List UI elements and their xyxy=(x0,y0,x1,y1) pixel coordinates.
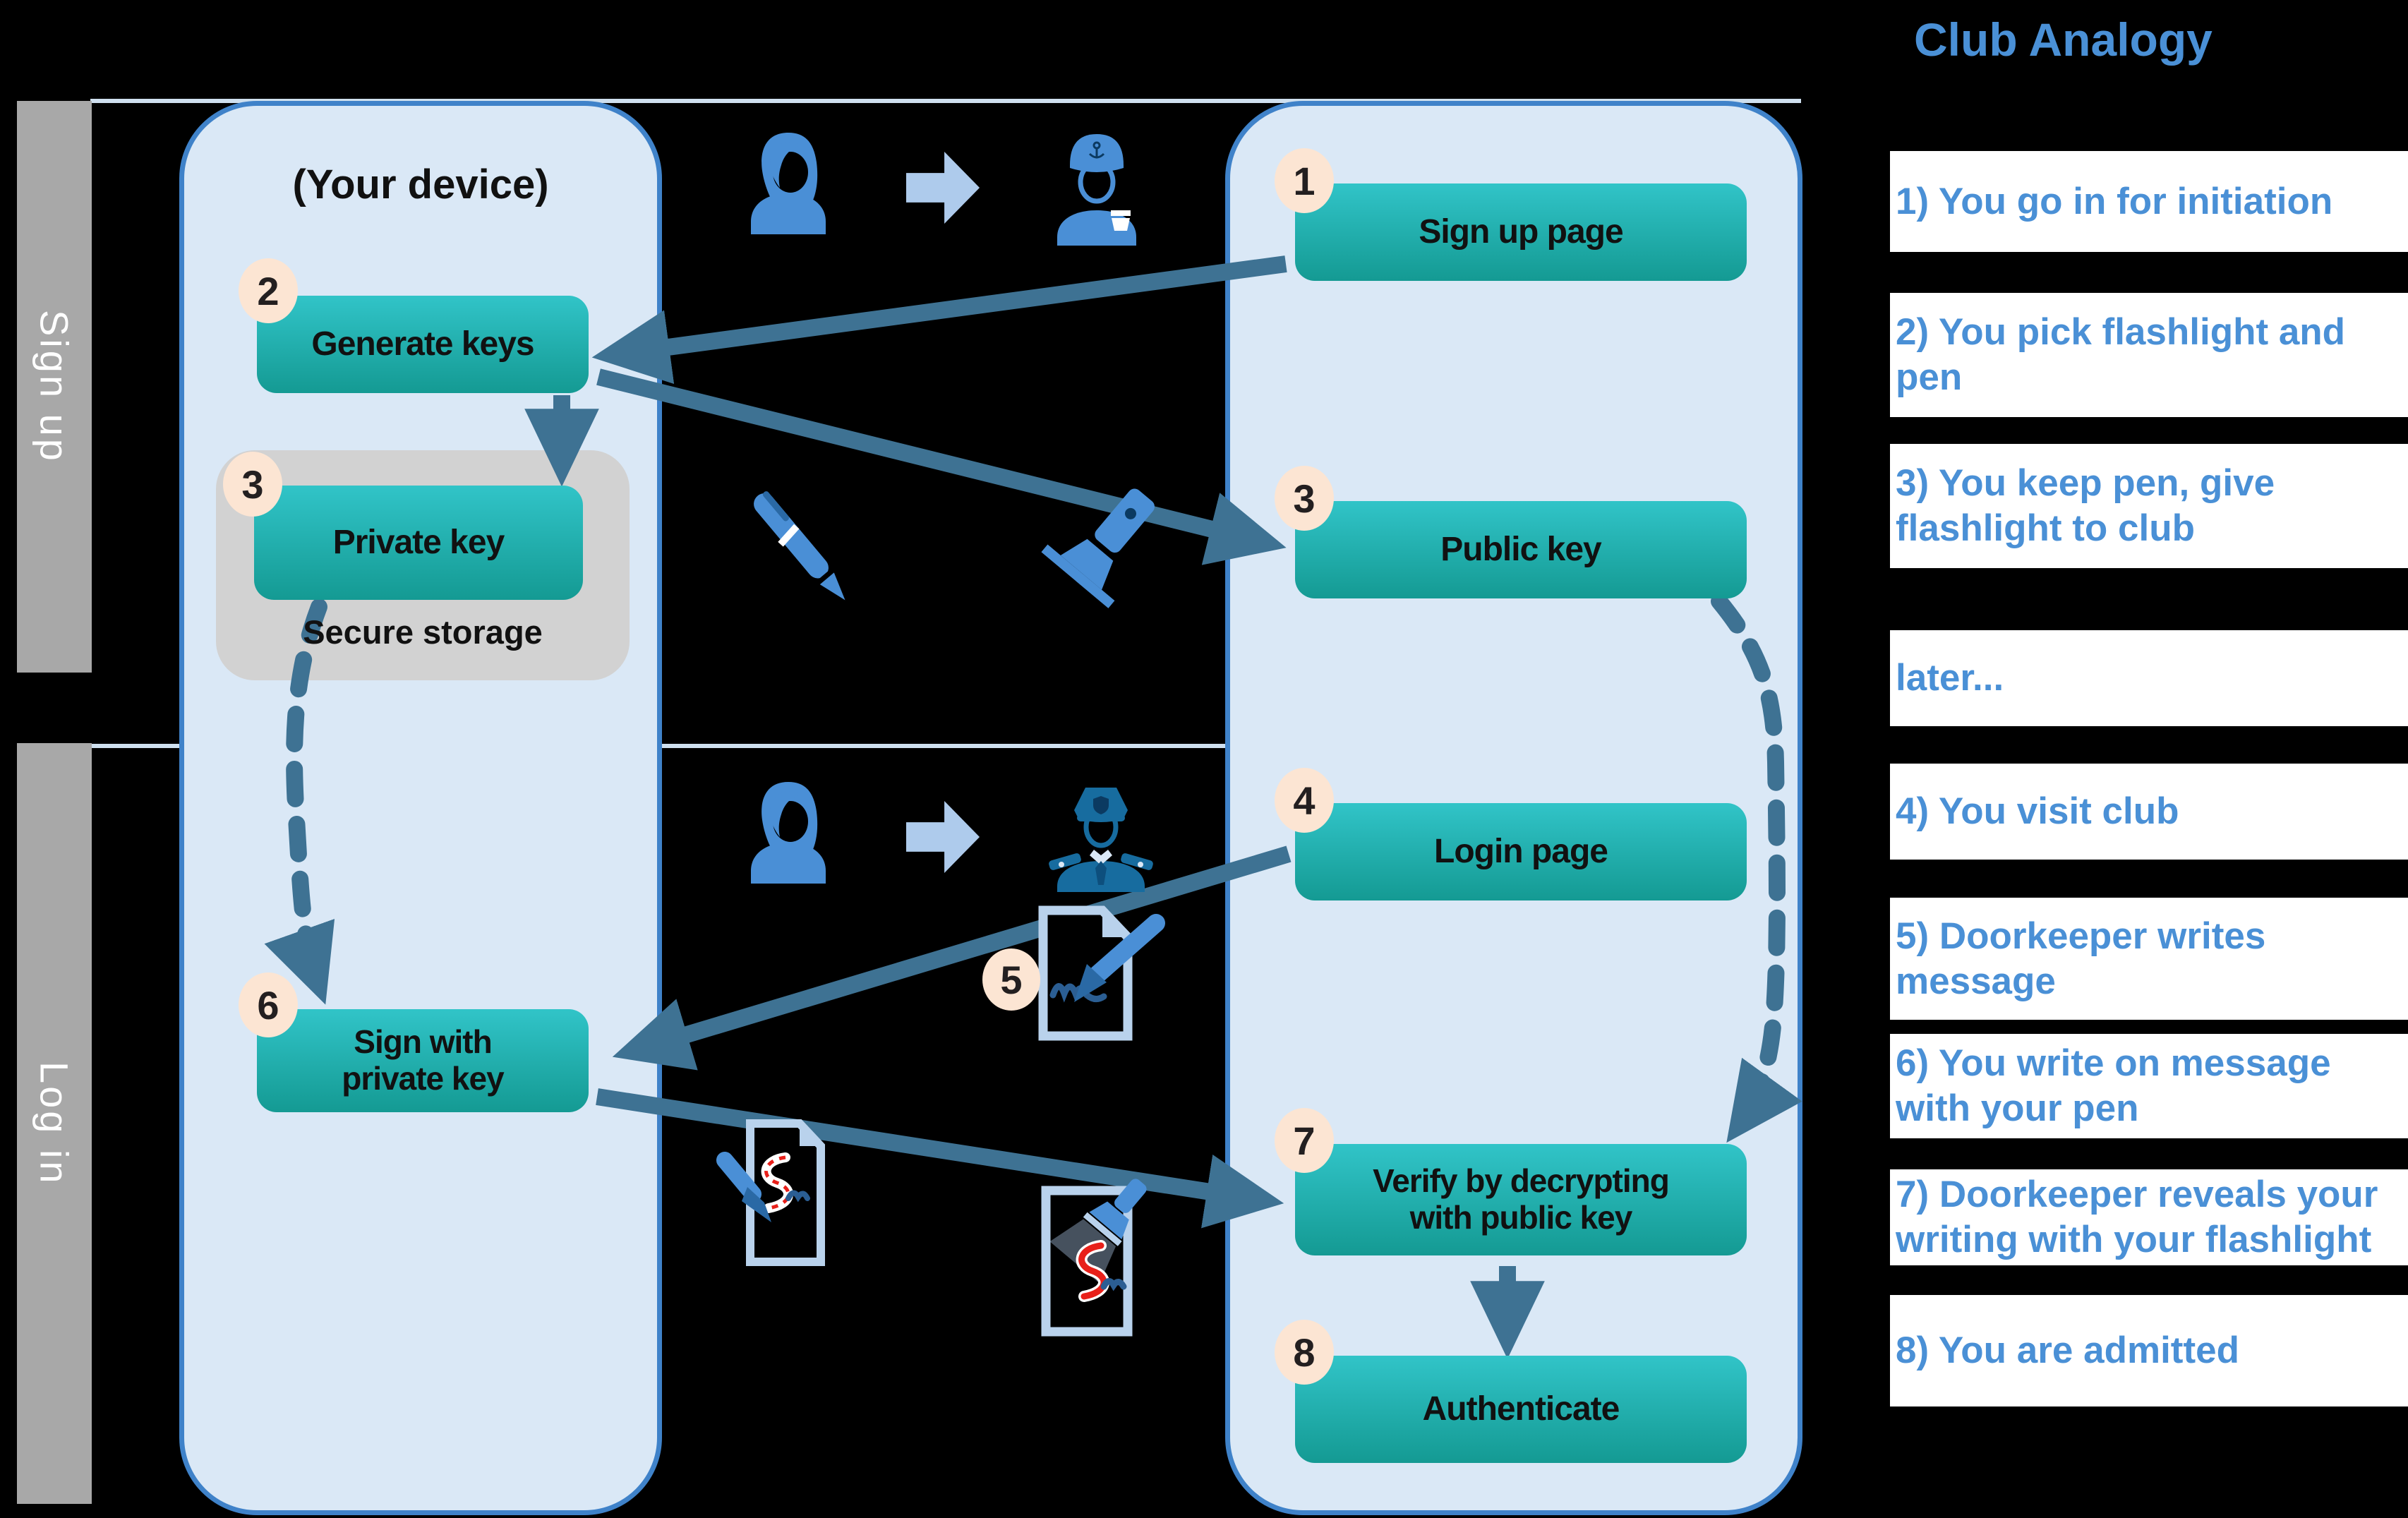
node-public-key: Public key xyxy=(1295,501,1747,598)
badge-private-key: 3 xyxy=(223,452,282,517)
flashlight-icon xyxy=(1041,488,1155,608)
doorkeeper-captain-icon xyxy=(1057,134,1136,246)
document-signed-with-pen-icon xyxy=(716,1119,825,1266)
analogy-item-later: later... xyxy=(1890,630,2408,726)
badge-sign-with-private-key: 6 xyxy=(239,972,298,1037)
node-private-key: Private key xyxy=(254,486,583,600)
login-phase-bar: Log in xyxy=(17,743,92,1504)
analogy-item-2: 2) You pick flashlight and pen xyxy=(1890,293,2408,417)
node-sign-with-private-key: Sign with private key xyxy=(257,1009,589,1112)
right-block-arrow-icon xyxy=(906,151,980,224)
node-authenticate: Authenticate xyxy=(1295,1356,1747,1463)
secure-storage-label: Secure storage xyxy=(303,613,543,651)
analogy-item-5: 5) Doorkeeper writes message xyxy=(1890,898,2408,1020)
badge-login-page: 4 xyxy=(1275,768,1334,833)
document-verified-flashlight-icon xyxy=(1041,1179,1147,1337)
node-verify: Verify by decrypting with public key xyxy=(1295,1144,1747,1255)
signup-section-topline xyxy=(90,99,1801,103)
right-block-arrow-icon xyxy=(906,800,980,874)
arrow-signup-page-to-generate-keys xyxy=(591,255,1287,385)
badge-public-key: 3 xyxy=(1275,466,1334,531)
badge-generate-keys: 2 xyxy=(239,258,298,323)
login-phase-label: Log in xyxy=(32,1061,77,1186)
node-login-page: Login page xyxy=(1295,803,1747,900)
pen-icon xyxy=(754,491,845,601)
signup-phase-label: Sign up xyxy=(32,310,77,464)
analogy-item-4: 4) You visit club xyxy=(1890,764,2408,860)
woman-user-icon xyxy=(751,782,826,884)
analogy-item-6: 6) You write on message with your pen xyxy=(1890,1034,2408,1138)
analogy-panel-title: Club Analogy xyxy=(1914,13,2213,66)
badge-doorkeeper-message: 5 xyxy=(982,948,1040,1011)
signup-phase-bar: Sign up xyxy=(17,101,92,673)
police-officer-icon xyxy=(1049,788,1153,892)
badge-signup-page: 1 xyxy=(1275,148,1334,213)
node-generate-keys: Generate keys xyxy=(257,296,589,393)
analogy-item-7: 7) Doorkeeper reveals your writing with … xyxy=(1890,1169,2408,1265)
analogy-item-8: 8) You are admitted xyxy=(1890,1295,2408,1406)
analogy-item-3: 3) You keep pen, give flashlight to club xyxy=(1890,444,2408,568)
badge-authenticate: 8 xyxy=(1275,1320,1334,1385)
analogy-item-1: 1) You go in for initiation xyxy=(1890,151,2408,252)
node-signup-page: Sign up page xyxy=(1295,183,1747,281)
arrow-login-page-to-sign xyxy=(612,845,1292,1071)
woman-user-icon xyxy=(751,133,826,234)
section-divider-line xyxy=(90,744,1801,748)
device-title: (Your device) xyxy=(292,162,549,207)
badge-verify: 7 xyxy=(1275,1108,1334,1173)
